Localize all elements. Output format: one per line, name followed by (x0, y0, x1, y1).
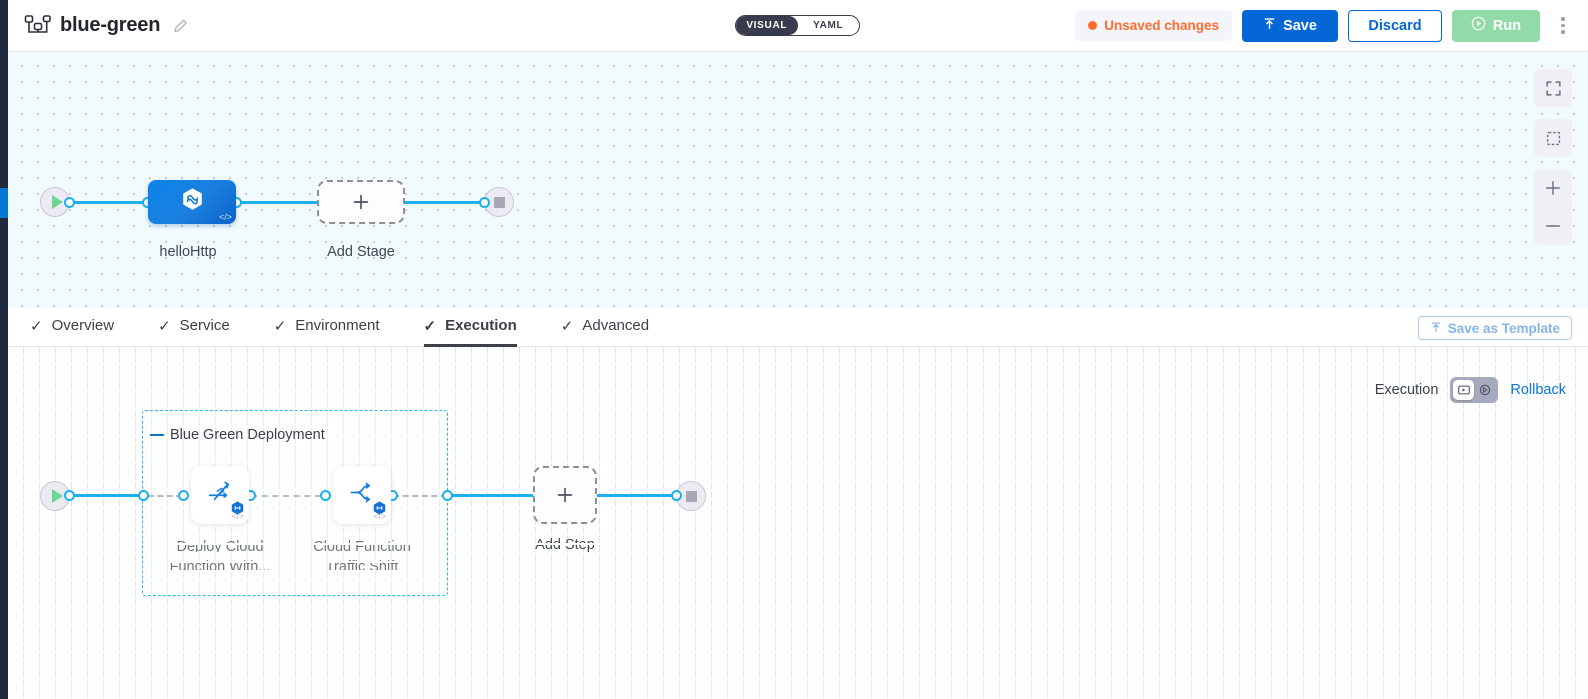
execution-label: Execution (1374, 382, 1439, 398)
step-node-traffic-shift[interactable]: </> (333, 466, 391, 524)
edge-group-to-addstep (448, 494, 533, 497)
upload-icon (1263, 17, 1276, 34)
traffic-shift-icon (347, 477, 378, 513)
unsaved-changes-badge: Unsaved changes (1075, 10, 1232, 41)
tab-service-label: Service (179, 317, 230, 334)
tab-execution-label: Execution (445, 317, 517, 334)
unsaved-changes-label: Unsaved changes (1104, 18, 1219, 33)
cloud-function-hex-icon (179, 186, 206, 218)
edge-stage-to-add (237, 201, 317, 204)
save-as-template-label: Save as Template (1447, 320, 1560, 336)
end-port[interactable] (479, 197, 490, 208)
step-hex-badge (230, 500, 245, 515)
tab-overview[interactable]: ✓ Overview (30, 308, 114, 347)
step-1-in-port[interactable] (178, 490, 189, 501)
canvas-controls (1534, 69, 1572, 257)
code-icon: </> (231, 511, 244, 521)
edge-addstep-to-end (597, 494, 677, 497)
check-icon: ✓ (158, 317, 171, 335)
tab-environment-label: Environment (295, 317, 380, 334)
deploy-cloud-function-icon (205, 477, 236, 513)
step-1-label: Deploy Cloud Function With... (169, 539, 271, 575)
visual-yaml-toggle[interactable]: VISUAL YAML (735, 15, 860, 36)
fullscreen-icon[interactable] (1534, 69, 1572, 107)
select-area-icon[interactable] (1534, 119, 1572, 157)
upload-icon (1430, 321, 1442, 336)
collapse-dash-icon[interactable] (150, 433, 164, 437)
toggle-option-yaml[interactable]: YAML (813, 20, 844, 31)
stop-icon (493, 196, 505, 208)
zoom-in-icon[interactable] (1534, 169, 1572, 207)
stage-node-hellohttp[interactable]: </> (148, 180, 236, 224)
tab-advanced[interactable]: ✓ Advanced (561, 308, 649, 347)
save-button[interactable]: Save (1242, 9, 1338, 42)
discard-button[interactable]: Discard (1348, 9, 1442, 42)
code-icon: </> (218, 212, 232, 222)
rollback-view-icon[interactable] (1474, 380, 1495, 400)
edge-add-to-end (405, 201, 485, 204)
execution-start-port[interactable] (64, 490, 75, 501)
check-icon: ✓ (273, 317, 287, 335)
stage-node-label: helloHttp (159, 244, 217, 260)
run-button[interactable]: Run (1452, 9, 1540, 42)
tab-service[interactable]: ✓ Service (158, 308, 230, 347)
page-title: blue-green (60, 14, 161, 36)
discard-button-label: Discard (1368, 17, 1422, 34)
execution-rollback-switch[interactable] (1450, 377, 1499, 403)
edge-group-out-dashed (393, 495, 447, 497)
status-dot-icon (1088, 21, 1098, 30)
more-vertical-icon[interactable] (1552, 10, 1574, 42)
code-icon: </> (373, 511, 386, 521)
config-tabbar: ✓ Overview ✓ Service ✓ Environment ✓ Exe… (8, 308, 1588, 347)
left-nav-active-indicator (0, 188, 8, 218)
step-hex-badge (372, 500, 387, 515)
tab-environment[interactable]: ✓ Environment (274, 308, 380, 347)
pipeline-nodes-icon (24, 13, 52, 39)
save-button-label: Save (1283, 17, 1317, 34)
check-icon: ✓ (423, 317, 437, 335)
select-area-control[interactable] (1534, 119, 1572, 157)
edge-start-to-stage (70, 201, 148, 204)
tab-overview-label: Overview (51, 317, 115, 334)
tab-advanced-label: Advanced (582, 317, 650, 334)
rollback-link[interactable]: Rollback (1510, 382, 1566, 398)
play-circle-icon (1471, 16, 1486, 35)
step-2-in-port[interactable] (320, 490, 331, 501)
zoom-controls[interactable] (1534, 169, 1572, 245)
check-icon: ✓ (560, 317, 574, 335)
header-actions: Unsaved changes Save Discard (1075, 9, 1574, 42)
fullscreen-control[interactable] (1534, 69, 1572, 107)
step-node-deploy-cloud-function[interactable]: </> (191, 466, 249, 524)
execution-view-icon[interactable] (1453, 380, 1475, 400)
add-step-label: Add Step (535, 537, 595, 553)
edge-start-to-group (70, 494, 148, 497)
check-icon: ✓ (30, 317, 43, 335)
execution-mode-row: Execution Rollback (1375, 377, 1566, 403)
step-group-title: Blue Green Deployment (150, 427, 325, 443)
toggle-option-visual[interactable]: VISUAL (736, 16, 798, 35)
add-step-button[interactable] (533, 466, 597, 524)
save-as-template-button[interactable]: Save as Template (1417, 316, 1572, 340)
group-out-port[interactable] (442, 490, 453, 501)
execution-canvas[interactable]: Execution Rollback (8, 347, 1588, 699)
left-nav-rail[interactable] (0, 0, 8, 699)
edge-step1-to-step2 (251, 495, 321, 497)
edge-group-in-dashed (148, 495, 182, 497)
add-stage-button[interactable] (317, 180, 405, 224)
execution-end-port[interactable] (671, 490, 682, 501)
group-in-port[interactable] (138, 490, 149, 501)
stop-icon (685, 490, 697, 502)
zoom-out-icon[interactable] (1534, 207, 1572, 245)
start-port[interactable] (64, 197, 75, 208)
play-icon (51, 195, 63, 209)
run-button-label: Run (1492, 17, 1522, 34)
stage-canvas[interactable]: </> helloHttp Add Stage (8, 52, 1588, 308)
add-stage-label: Add Stage (327, 244, 395, 260)
app-header: blue-green VISUAL YAML Unsaved changes (8, 0, 1588, 52)
step-2-label: Cloud Function Traffic Shift (313, 539, 411, 575)
step-group-title-label: Blue Green Deployment (170, 427, 325, 443)
play-icon (51, 489, 63, 503)
pencil-icon[interactable] (172, 17, 190, 35)
tab-execution[interactable]: ✓ Execution (423, 308, 517, 347)
